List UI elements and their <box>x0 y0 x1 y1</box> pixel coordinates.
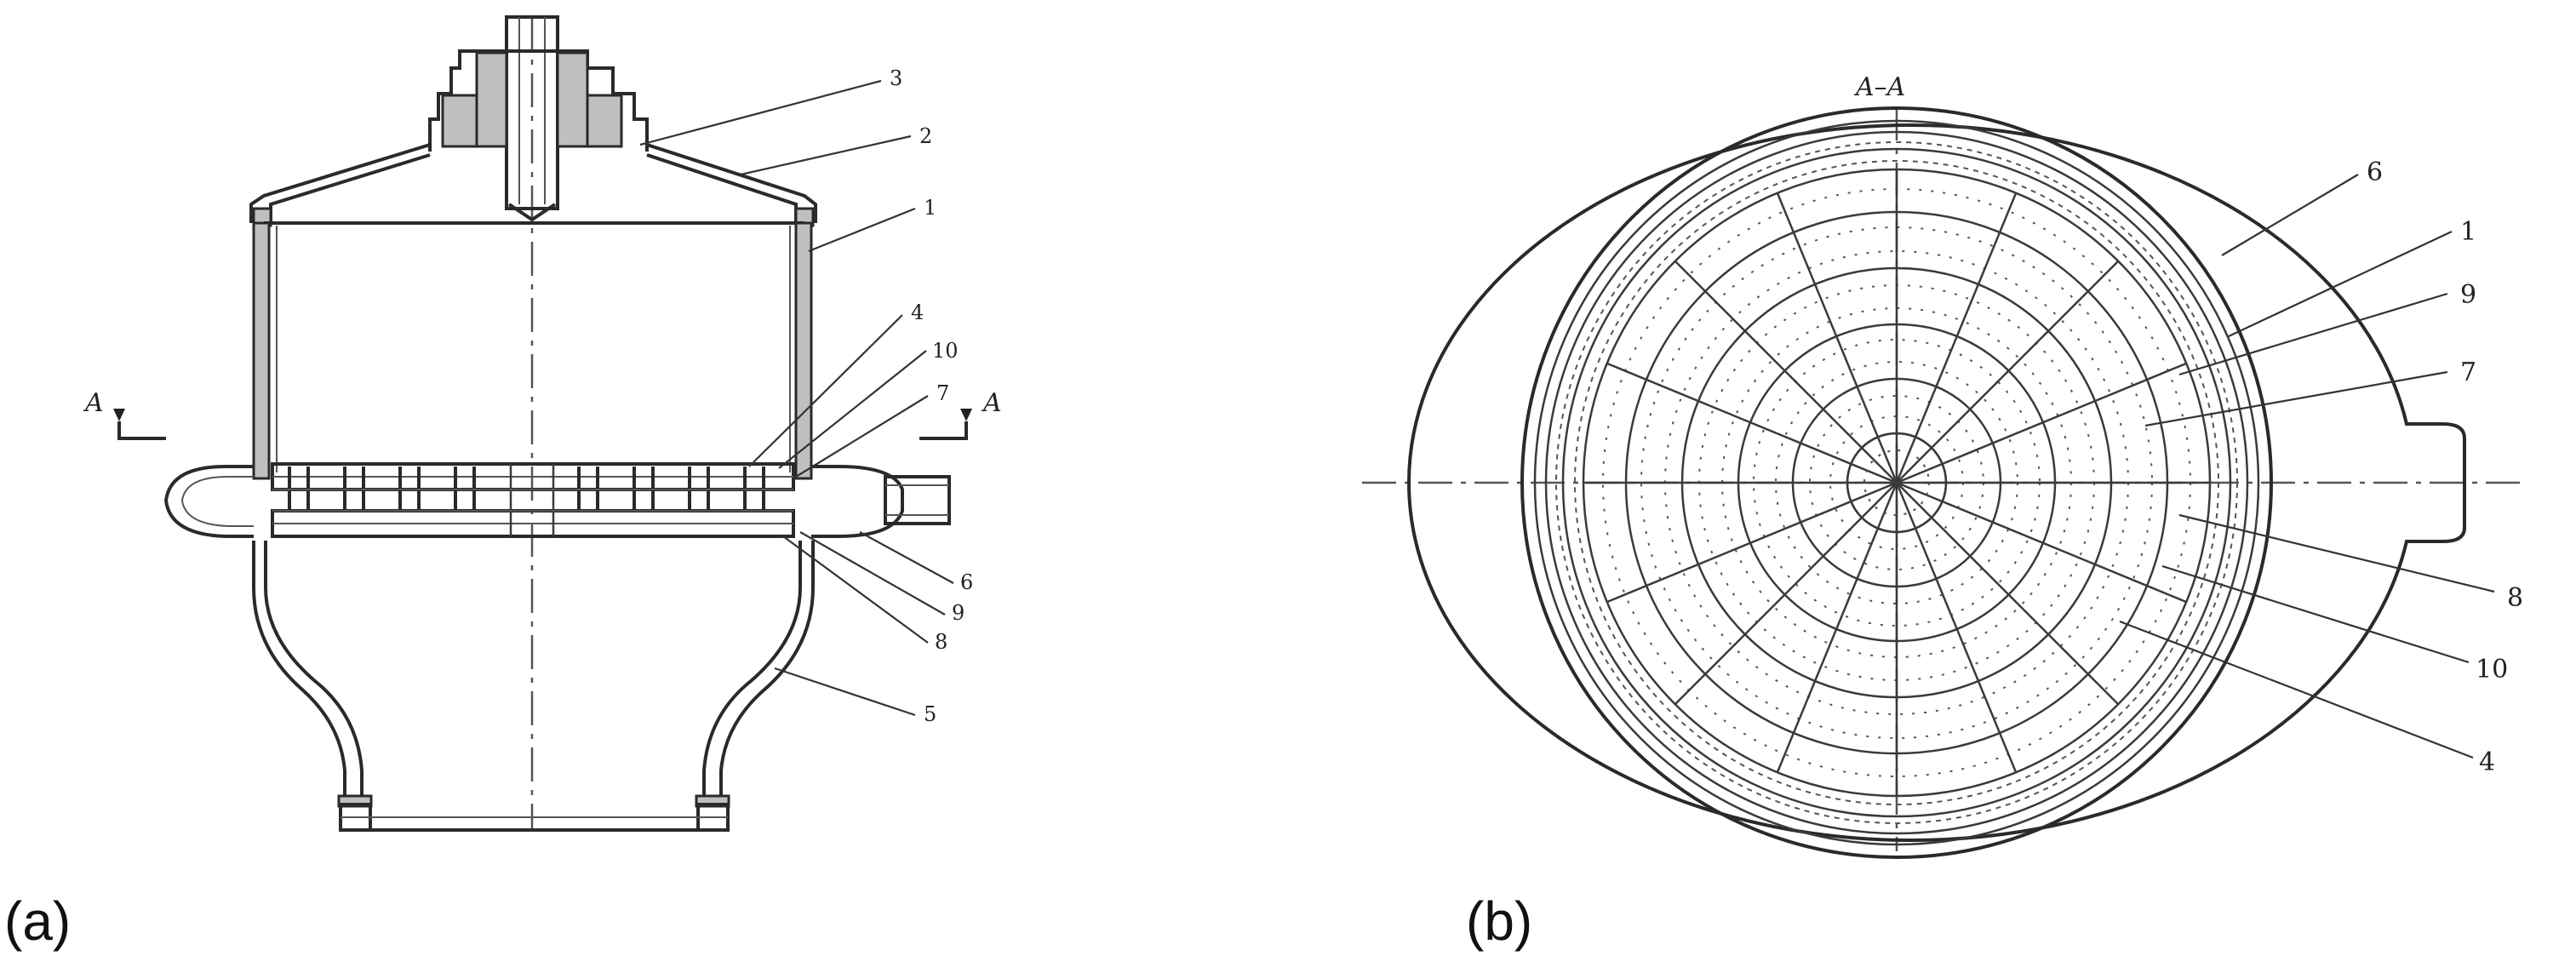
callout-a-2: 2 <box>919 124 932 148</box>
callout-b-4: 4 <box>2479 747 2495 777</box>
outer-casing <box>1407 123 2466 842</box>
burner-grid <box>271 462 795 538</box>
section-marks-a: A A <box>83 388 1002 440</box>
callout-b-10: 10 <box>2476 655 2508 684</box>
callout-a-10: 10 <box>932 339 959 363</box>
top-nozzle <box>428 15 649 222</box>
panel-label-a: (a) <box>4 890 72 952</box>
section-mark-right: A <box>981 388 1002 418</box>
lower-chamber <box>252 541 815 832</box>
callout-b-6: 6 <box>2367 157 2383 187</box>
cylinder-shell <box>252 221 813 480</box>
callout-a-3: 3 <box>890 66 902 90</box>
callout-b-7: 7 <box>2460 358 2476 387</box>
callout-a-5: 5 <box>924 702 936 726</box>
callouts-b: 6 1 9 7 8 10 4 <box>2119 157 2523 777</box>
callout-a-4: 4 <box>911 301 924 324</box>
section-title-b: A–A <box>1853 72 1905 102</box>
conical-lid <box>249 143 817 227</box>
callout-b-8: 8 <box>2507 583 2523 613</box>
panel-a-drawing: A A 3 2 1 4 10 7 6 9 8 5 <box>83 15 1002 832</box>
panel-label-b: (b) <box>1466 890 1533 952</box>
shell-rings <box>1520 106 2273 859</box>
radial-spokes <box>1583 169 2210 796</box>
callout-b-1: 1 <box>2460 217 2476 247</box>
section-mark-left: A <box>83 388 104 418</box>
callouts-a: 3 2 1 4 10 7 6 9 8 5 <box>639 66 973 726</box>
callout-a-1: 1 <box>924 196 936 220</box>
callout-a-7: 7 <box>936 381 949 405</box>
panel-b-drawing: A–A <box>1362 72 2523 859</box>
center-hub <box>1846 432 1948 534</box>
callout-a-6: 6 <box>960 570 973 594</box>
callout-b-9: 9 <box>2460 280 2476 310</box>
callout-a-9: 9 <box>952 601 965 625</box>
callout-a-8: 8 <box>935 630 947 654</box>
